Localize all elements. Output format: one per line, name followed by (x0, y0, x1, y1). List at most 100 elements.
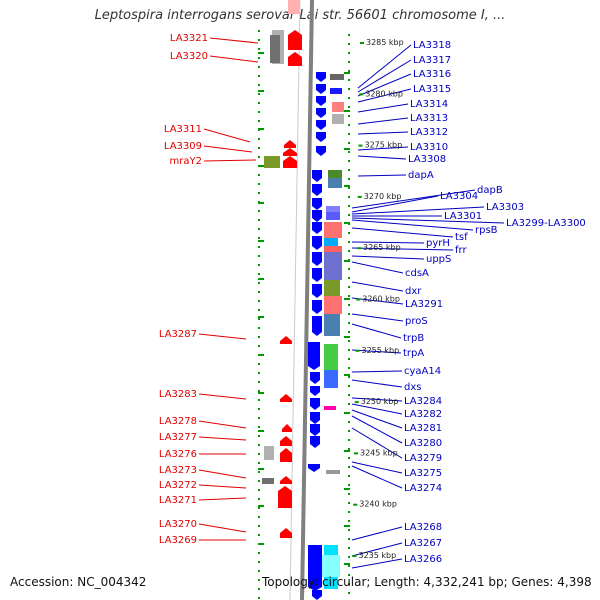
function-block (324, 252, 342, 280)
leader-right (357, 88, 412, 103)
guide-dot-left (258, 138, 260, 140)
reverse-gene (310, 398, 320, 410)
tick-right (344, 374, 350, 376)
label-la3273: LA3273 (159, 465, 197, 476)
function-block (324, 314, 340, 336)
guide-dot-left (258, 264, 260, 266)
accession-text: Accession: NC_004342 (10, 575, 147, 589)
label-la3274: LA3274 (404, 483, 442, 494)
label-pros: proS (405, 316, 428, 327)
reverse-gene (308, 464, 320, 472)
function-block (324, 280, 340, 296)
tick-right (344, 110, 350, 112)
label-dxr: dxr (405, 286, 422, 297)
label-frr: frr (455, 245, 467, 256)
function-block (324, 406, 336, 410)
leader-right (351, 370, 403, 373)
guide-dot-right (348, 214, 350, 216)
label-tsf: tsf (455, 232, 468, 243)
function-block (324, 370, 338, 388)
function-block (332, 114, 344, 124)
label-la3313: LA3313 (410, 113, 448, 124)
reverse-gene (312, 184, 322, 196)
kbp-tick (353, 503, 358, 506)
guide-dot-left (258, 507, 260, 509)
guide-dot-right (348, 205, 350, 207)
label-la3268: LA3268 (404, 522, 442, 533)
reverse-gene (312, 268, 322, 282)
tick-left (258, 165, 264, 167)
guide-dot-right (348, 133, 350, 135)
guide-dot-left (258, 30, 260, 32)
leader-right (357, 131, 409, 135)
guide-dot-right (348, 268, 350, 270)
guide-dot-right (348, 115, 350, 117)
function-block (330, 74, 344, 80)
guide-dot-left (258, 255, 260, 257)
tick-right (344, 185, 350, 187)
leader-right (351, 323, 402, 339)
tick-right (344, 450, 350, 452)
leader-right (351, 241, 425, 244)
guide-dot-left (258, 309, 260, 311)
guide-dot-right (348, 385, 350, 387)
kbp-tick (357, 247, 361, 250)
guide-dot-left (258, 588, 260, 590)
leader-right (351, 217, 505, 224)
guide-dot-left (258, 192, 260, 194)
guide-dot-right (348, 151, 350, 153)
guide-dot-right (348, 178, 350, 180)
tick-left (258, 278, 264, 280)
guide-dot-left (258, 336, 260, 338)
forward-gene (283, 156, 297, 168)
forward-gene (284, 140, 296, 148)
function-block (324, 344, 338, 370)
function-block (328, 178, 342, 188)
forward-gene (282, 424, 292, 432)
label-la3308: LA3308 (408, 154, 446, 165)
kbp-tick (356, 298, 361, 301)
label-la3318: LA3318 (413, 40, 451, 51)
guide-dot-right (348, 592, 350, 594)
kbp-tick (359, 93, 364, 96)
guide-dot-left (258, 48, 260, 50)
guide-dot-left (258, 300, 260, 302)
leader-left (198, 484, 247, 489)
kbp-label: 3270 kbp (364, 192, 402, 201)
guide-dot-right (348, 70, 350, 72)
guide-dot-right (348, 331, 350, 333)
function-block (270, 35, 280, 63)
tick-left (258, 468, 264, 470)
reverse-gene (316, 120, 326, 130)
guide-dot-right (348, 421, 350, 423)
guide-dot-left (258, 363, 260, 365)
guide-dot-left (258, 102, 260, 104)
guide-dot-right (348, 358, 350, 360)
guide-dot-left (258, 381, 260, 383)
tick-right (344, 412, 350, 414)
reverse-gene (312, 590, 322, 600)
label-la3284: LA3284 (404, 396, 442, 407)
guide-dot-right (348, 43, 350, 45)
reverse-gene (308, 342, 320, 370)
leader-right (357, 117, 409, 125)
label-la3291: LA3291 (405, 299, 443, 310)
guide-dot-left (258, 66, 260, 68)
leader-right (357, 73, 412, 97)
forward-gene (280, 336, 292, 344)
label-la3282: LA3282 (404, 409, 442, 420)
tick-left (258, 52, 264, 54)
leader-right (351, 427, 403, 459)
kbp-label: 3285 kbp (366, 38, 404, 47)
label-leaders (198, 37, 505, 569)
label-la3275: LA3275 (404, 468, 442, 479)
label-la3317: LA3317 (413, 55, 451, 66)
label-la3266: LA3266 (404, 554, 442, 565)
tick-right (344, 336, 350, 338)
label-la3270: LA3270 (159, 519, 197, 530)
guide-dot-right (348, 403, 350, 405)
leader-right (351, 189, 476, 209)
label-dxs: dxs (404, 382, 421, 393)
guide-dot-left (258, 273, 260, 275)
leader-left (198, 469, 247, 479)
